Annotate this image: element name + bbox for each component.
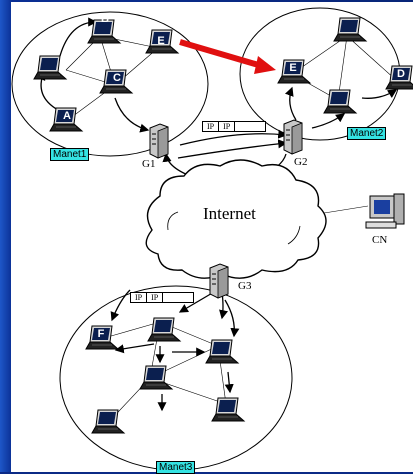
manet1-tag: Manet1	[50, 148, 90, 161]
manet3-tag: Manet3	[156, 461, 196, 474]
server-icon-g1	[149, 123, 169, 159]
ip-outer-header-g3: IP	[131, 293, 148, 302]
ip-inner-header-g3: IP	[147, 293, 164, 302]
ip-inner-header: IP	[219, 122, 236, 131]
laptop-icon-m3-c	[139, 365, 173, 390]
server-icon-g3	[209, 263, 229, 299]
node-move-arrow	[179, 39, 263, 69]
node-e-old-label: E	[157, 35, 165, 47]
node-c-label: C	[113, 72, 121, 84]
node-d-label: D	[397, 68, 405, 80]
node-b-label: B	[101, 13, 109, 25]
node-a-label: A	[63, 110, 71, 122]
cn-label: CN	[372, 234, 388, 246]
ip-outer-header: IP	[203, 122, 220, 131]
internet-label: Internet	[203, 204, 256, 223]
gateway-g3-label: G3	[238, 280, 252, 292]
laptop-icon-m3-b	[205, 339, 239, 364]
laptop-icon-manet2-top	[333, 17, 367, 42]
server-icon-g2	[283, 119, 303, 155]
node-e-new-label: E	[289, 62, 297, 74]
desktop-icon-cn	[365, 193, 405, 229]
gateway-g2-label: G2	[294, 156, 308, 168]
laptop-icon-a-upper	[33, 55, 67, 80]
manet2-tag: Manet2	[347, 127, 387, 140]
laptop-icon-m3-d	[91, 409, 125, 434]
laptop-icon-m3-e	[211, 397, 245, 422]
node-f-label: F	[97, 328, 105, 340]
laptop-icon-m3-a	[147, 317, 181, 342]
internet-cloud	[145, 159, 327, 279]
manet1-boundary	[11, 11, 209, 157]
laptop-icon-manet2-mid	[323, 89, 357, 114]
gateway-g1-label: G1	[142, 158, 156, 170]
manet3-boundary	[59, 285, 293, 471]
